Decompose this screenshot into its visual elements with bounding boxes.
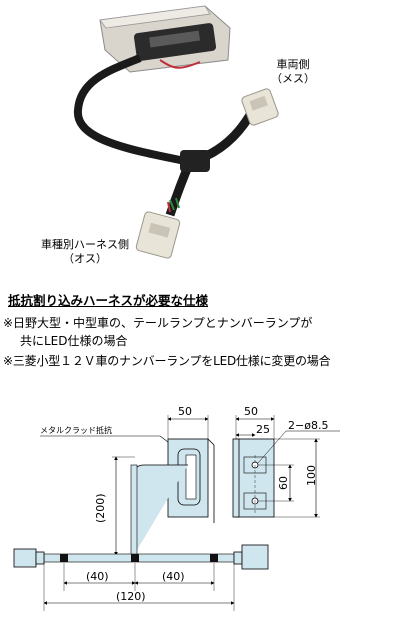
spec-title: 抵抗割り込みハーネスが必要な仕様 [8,293,209,308]
harness-cable-upper [73,54,191,166]
resistor-bracket [99,5,231,73]
harness-side-sub: （オス） [63,252,107,265]
bracket-front-view [232,438,275,518]
dim-40-right: (40) [162,570,185,583]
dim-40-left: (40) [86,570,109,583]
harness-side-label: 車種別ハーネス側 （オス） [20,238,150,266]
dim-50-side: 50 [178,405,192,418]
spec-note-1: ※日野大型・中型車の、テールランプとナンバーランプが [3,316,313,330]
technical-drawing: メタルクラッド抵抗 50 50 25 2−ø8.5 60 100 [13,405,340,611]
vehicle-side-title: 車両側 [276,58,310,71]
dim-100: 100 [305,465,318,486]
female-connector [241,88,279,126]
vehicle-side-label: 車両側 （メス） [258,58,328,86]
spec-note-1-cont: 共にLED仕様の場合 [20,334,128,348]
dim-120: (120) [116,590,146,603]
vehicle-side-sub: （メス） [271,72,315,85]
vertical-wire [130,464,138,558]
product-photo [73,5,279,259]
resistor-label: メタルクラッド抵抗 [40,425,112,435]
dim-hole: 2−ø8.5 [288,419,328,432]
dim-25: 25 [256,423,270,436]
harness-junction [180,150,210,172]
right-connector [233,544,269,570]
spec-note-2: ※三菱小型１２Ｖ車のナンバーランプをLED仕様に変更の場合 [3,354,331,368]
dim-60: 60 [277,476,290,490]
left-connector [13,548,45,568]
harness-side-title: 車種別ハーネス側 [41,238,129,251]
dim-50-front: 50 [244,405,258,418]
male-connector [135,211,181,259]
dim-200: (200) [94,493,107,523]
